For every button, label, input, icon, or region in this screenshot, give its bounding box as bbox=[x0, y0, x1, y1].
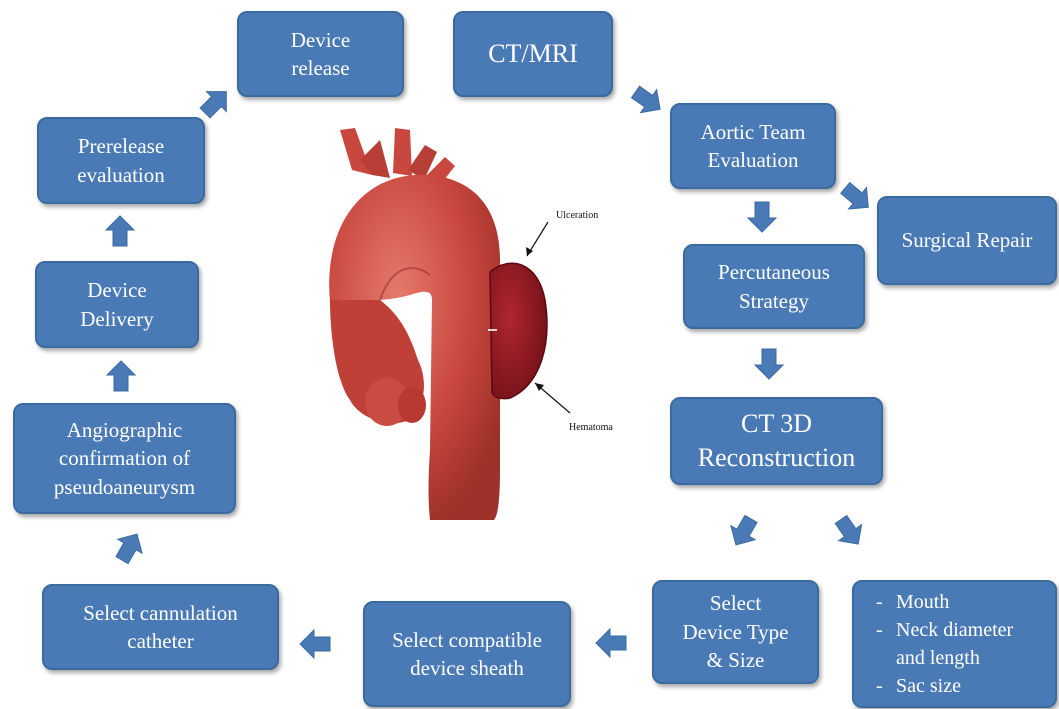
arrow-cannulation-to-angiographic bbox=[110, 527, 149, 567]
arrow-ct3d-to-measurements bbox=[830, 512, 870, 553]
arrow-device-type-to-sheath bbox=[596, 629, 626, 657]
arrow-sheath-to-cannulation bbox=[300, 630, 330, 658]
arrow-ctmri-to-aortic bbox=[628, 81, 669, 121]
arrow-aortic-to-surgical bbox=[836, 177, 877, 218]
hematoma-label: Hematoma bbox=[569, 422, 613, 433]
ulceration-label: Ulceration bbox=[556, 210, 598, 221]
arrow-delivery-to-prerelease bbox=[106, 216, 134, 246]
arrow-ct3d-to-device-type bbox=[724, 512, 763, 552]
arrow-prerelease-to-release bbox=[195, 82, 236, 123]
arrow-aortic-to-percutaneous bbox=[748, 202, 776, 232]
arrow-percutaneous-to-ct3d bbox=[755, 349, 783, 379]
aorta-illustration: Ulceration Hematoma bbox=[329, 128, 613, 520]
arrow-angiographic-to-delivery bbox=[107, 361, 135, 391]
hematoma bbox=[490, 263, 547, 398]
